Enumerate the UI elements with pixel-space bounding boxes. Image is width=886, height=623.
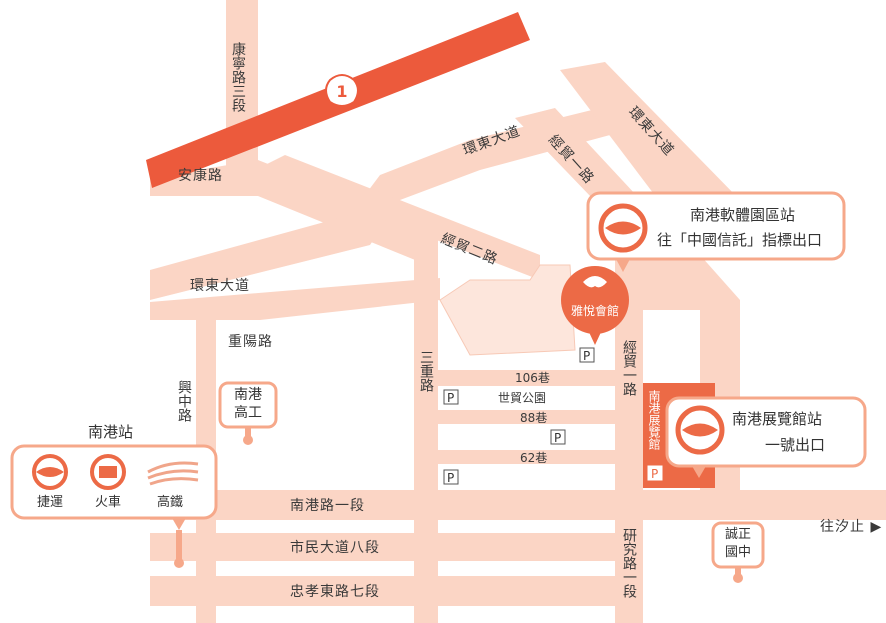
parking-label: P — [554, 431, 561, 445]
label-zhongxiao: 忠孝東路七段 — [290, 584, 380, 600]
label-to-xizhi: 往汐止 ▶ — [820, 519, 882, 535]
label-xingzhong-vertical: 興中路 — [176, 380, 192, 422]
nangang-station-title: 南港站 — [88, 423, 133, 441]
expo-exit: 一號出口 — [765, 436, 825, 454]
vocational-pointer-line — [245, 427, 251, 439]
parking-label: P — [447, 391, 454, 405]
nangang-station[interactable]: 南港站 捷運 火車 高鐵 — [10, 423, 218, 568]
label-huandong-left: 環東大道 — [190, 278, 250, 294]
label-jingmao1-mid: 經貿一路 — [621, 340, 637, 396]
nangang-pointer-line — [176, 530, 182, 562]
chengzheng-pointer-dot — [733, 573, 743, 583]
expo-building-text: 南港展覽館 — [647, 390, 661, 450]
parking-label: P — [651, 467, 658, 481]
parking-icon: P — [550, 429, 566, 445]
software-park-box — [586, 191, 846, 261]
label-lane62: 62巷 — [520, 451, 547, 465]
label-park: 世貿公園 — [498, 391, 546, 405]
label-xingzhong: 興中路 — [176, 380, 192, 422]
nangang-pointer — [172, 518, 186, 530]
train-logo-inner-icon — [99, 466, 117, 478]
road-lane62 — [438, 450, 615, 464]
vocational-label-wrap: 南港高工 — [234, 387, 262, 421]
label-ankang: 安康路 — [178, 167, 223, 184]
road-jingmao2 — [255, 155, 540, 280]
venue-name: 雅悅會館 — [571, 303, 619, 318]
highway-shield-number: 1 — [336, 82, 347, 101]
road-sanchong — [414, 232, 438, 623]
chengzheng-label: 誠正國中 — [724, 527, 751, 560]
road-nangang — [150, 490, 886, 520]
label-yanjiu: 研究路一段 — [621, 528, 637, 598]
label-shimin: 市民大道八段 — [290, 539, 380, 556]
chengzheng-label-wrap: 誠正國中 — [724, 527, 751, 560]
label-sanchong-vertical: 三重路 — [418, 350, 434, 392]
label-kangning-vertical: 康寧路三段 — [230, 42, 246, 112]
label-jingmao1-vertical: 經貿一路 — [621, 340, 637, 396]
expo-pointer — [692, 466, 706, 478]
expo-building-label: 南港展覽館 — [647, 390, 661, 450]
mrt-logo-inner-icon — [682, 423, 718, 437]
mrt-label: 捷運 — [37, 495, 63, 510]
software-park-exit: 往「中國信託」指標出口 — [657, 231, 822, 249]
hsr-logo-icon — [147, 461, 199, 486]
venue-pin[interactable]: 雅悅會館 — [561, 266, 629, 345]
expo-title: 南港展覽館站 — [732, 410, 822, 428]
highway-shield-icon: 1 — [325, 74, 359, 107]
venue-pin-tip — [588, 330, 602, 345]
chengzheng-pointer-line — [735, 567, 741, 577]
road-lane106 — [438, 370, 615, 386]
parking-icon: P — [579, 347, 595, 363]
road-chongyang — [150, 278, 440, 320]
building-shape — [439, 264, 576, 356]
mrt-logo-inner-icon — [36, 467, 64, 477]
train-label: 火車 — [95, 495, 121, 510]
parking-icons: P P P P P — [443, 347, 663, 485]
parking-icon: P — [443, 389, 459, 405]
buildings — [439, 264, 576, 356]
label-lane88: 88巷 — [520, 411, 547, 425]
parking-icon: P — [647, 465, 663, 481]
software-park-pointer — [616, 259, 630, 272]
nangang-vocational-pin[interactable]: 南港高工 — [218, 381, 278, 445]
parking-label: P — [583, 349, 590, 363]
label-sanchong: 三重路 — [418, 350, 434, 392]
road-kangning — [226, 0, 258, 190]
software-park-title: 南港軟體園區站 — [690, 206, 795, 224]
hsr-label: 高鐵 — [157, 494, 183, 510]
road-lane88 — [438, 410, 615, 424]
label-yanjiu-vertical: 研究路一段 — [621, 528, 637, 598]
label-lane106: 106巷 — [515, 371, 550, 385]
mrt-logo-inner-icon — [605, 221, 641, 235]
parking-icon: P — [443, 469, 459, 485]
label-chongyang: 重陽路 — [228, 334, 273, 350]
road-shimin — [150, 533, 620, 561]
nangang-pointer-dot — [174, 558, 184, 568]
vocational-label: 南港高工 — [234, 387, 262, 421]
label-nangang-road: 南港路一段 — [290, 498, 365, 514]
label-kangning-v: 康寧路三段 — [230, 42, 246, 112]
software-park-station[interactable]: 南港軟體園區站 往「中國信託」指標出口 — [586, 191, 846, 272]
vocational-pointer-dot — [243, 435, 253, 445]
venue-logo-icon — [583, 276, 607, 288]
parking-label: P — [447, 471, 454, 485]
chengzheng-pin[interactable]: 誠正國中 — [711, 521, 765, 583]
road-zhongxiao — [150, 576, 620, 606]
venue-circle — [561, 266, 629, 334]
expo-station[interactable]: 南港展覽館站 一號出口 — [665, 396, 867, 478]
